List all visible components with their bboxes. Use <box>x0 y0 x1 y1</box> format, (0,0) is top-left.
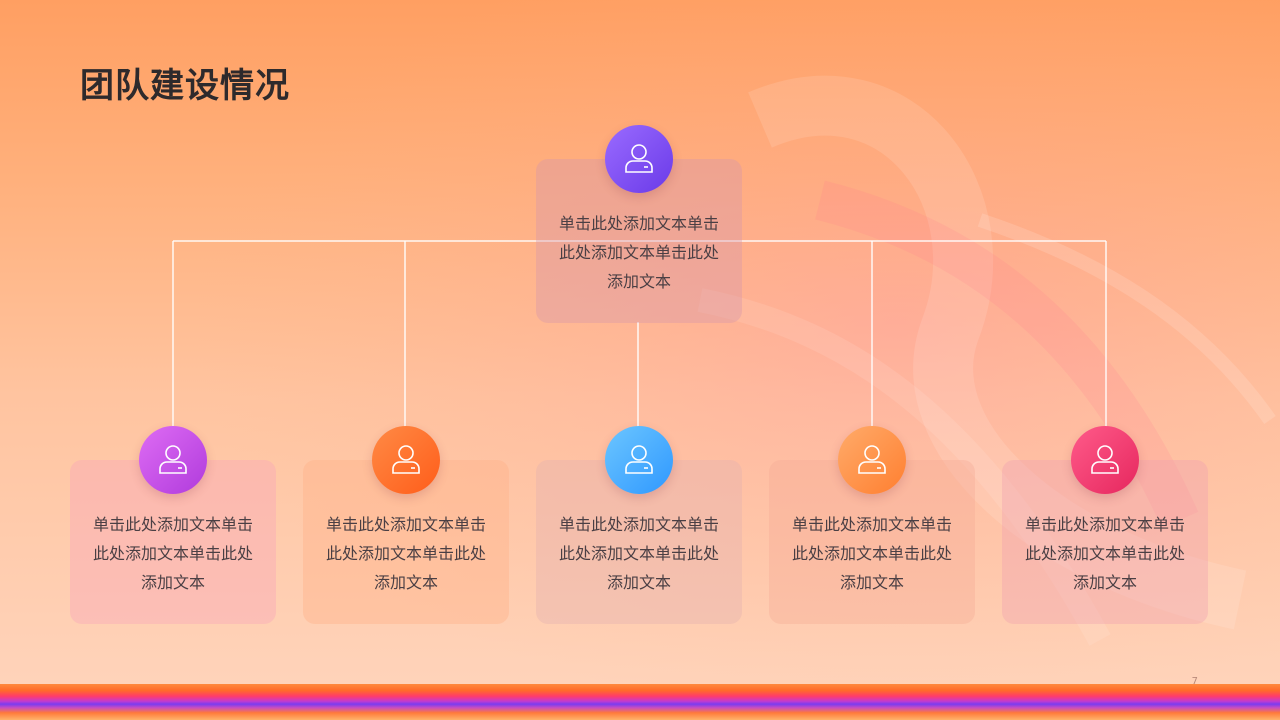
page-title: 团队建设情况 <box>80 66 290 106</box>
top-node-card[interactable]: 单击此处添加文本单击此处添加文本单击此处添加文本 <box>536 159 742 323</box>
node-text-1: 单击此处添加文本单击此处添加文本单击此处添加文本 <box>92 515 253 592</box>
node-avatar-5 <box>1071 426 1139 494</box>
page-number: 7 <box>1191 676 1198 687</box>
user-icon <box>1091 445 1119 474</box>
top-node-text: 单击此处添加文本单击此处添加文本单击此处添加文本 <box>558 214 719 291</box>
node-card-4[interactable]: 单击此处添加文本单击此处添加文本单击此处添加文本 <box>769 460 975 624</box>
node-avatar-3 <box>605 426 673 494</box>
node-avatar-2 <box>372 426 440 494</box>
user-icon <box>858 445 886 474</box>
bottom-gradient-band <box>0 684 1280 720</box>
node-text-5: 单击此处添加文本单击此处添加文本单击此处添加文本 <box>1024 515 1185 592</box>
node-text-3: 单击此处添加文本单击此处添加文本单击此处添加文本 <box>558 515 719 592</box>
user-icon <box>625 144 653 173</box>
node-avatar-1 <box>139 426 207 494</box>
node-avatar-4 <box>838 426 906 494</box>
node-text-4: 单击此处添加文本单击此处添加文本单击此处添加文本 <box>791 515 952 592</box>
user-icon <box>159 445 187 474</box>
user-icon <box>625 445 653 474</box>
user-icon <box>392 445 420 474</box>
top-node-avatar <box>605 125 673 193</box>
node-text-2: 单击此处添加文本单击此处添加文本单击此处添加文本 <box>325 515 486 592</box>
